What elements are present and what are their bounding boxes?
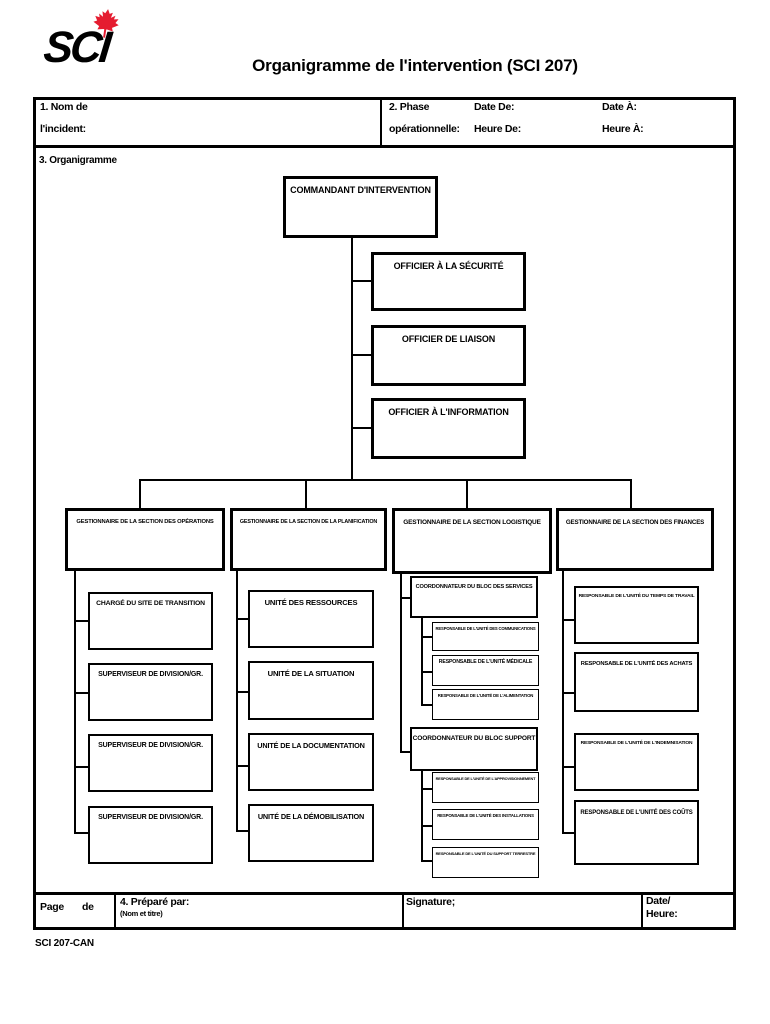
officer-security-box: OFFICIER À LA SÉCURITÉ	[371, 252, 526, 311]
section-finance-box: GESTIONNAIRE DE LA SECTION DES FINANCES	[556, 508, 714, 571]
form-border	[33, 97, 736, 930]
services-spine	[421, 617, 423, 706]
logistics-stub-services	[400, 597, 411, 599]
operations-child-box: CHARGÉ DU SITE DE TRANSITION	[88, 592, 213, 650]
finance-stub-1	[562, 619, 575, 621]
finance-child-box: RESPONSABLE DE L'UNITÉ DU TEMPS DE TRAVA…	[574, 586, 699, 644]
finance-child-box: RESPONSABLE DE L'UNITÉ DES ACHATS	[574, 652, 699, 712]
date-to-label: Date À:	[602, 101, 637, 113]
connector-stub-liaison	[352, 354, 372, 356]
operations-child-box: SUPERVISEUR DE DIVISION/GR.	[88, 734, 213, 792]
connector-trunk	[351, 237, 353, 481]
services-child-box: RESPONSABLE DE L'UNITÉ DE L'ALIMENTATION	[432, 689, 539, 720]
support-spine	[421, 770, 423, 862]
finance-stub-2	[562, 692, 575, 694]
support-child-box: RESPONSABLE DE L'UNITÉ DE L'APPROVISIONN…	[432, 772, 539, 803]
coordinator-support-box: COORDONNATEUR DU BLOC SUPPORT	[410, 727, 538, 771]
footer-top-border	[35, 892, 734, 895]
finance-stub-4	[562, 832, 575, 834]
finance-spine	[562, 569, 564, 833]
support-child-box: RESPONSABLE DE L'UNITÉ DES INSTALLATIONS	[432, 809, 539, 840]
prepared-by-sublabel: (Nom et titre)	[120, 909, 163, 918]
footer-divider-2	[402, 895, 404, 928]
services-stub-3	[421, 704, 433, 706]
services-child-box: RESPONSABLE DE L'UNITÉ DES COMMUNICATION…	[432, 622, 539, 651]
maple-leaf-icon	[93, 9, 119, 38]
planning-stub-4	[236, 830, 249, 832]
date-label: Date/	[646, 895, 671, 907]
operations-spine	[74, 569, 76, 834]
operations-stub-1	[74, 620, 89, 622]
planning-child-box: UNITÉ DE LA DÉMOBILISATION	[248, 804, 374, 862]
footer-divider-1	[114, 895, 116, 928]
operations-stub-4	[74, 832, 89, 834]
services-stub-2	[421, 671, 433, 673]
row1-divider	[380, 99, 382, 145]
support-stub-3	[421, 860, 433, 862]
connector-drop-logistics	[466, 479, 468, 509]
operations-child-box: SUPERVISEUR DE DIVISION/GR.	[88, 806, 213, 864]
operational-phase-label-2: opérationnelle:	[389, 123, 460, 135]
footer-divider-3	[641, 895, 643, 928]
services-stub-1	[421, 636, 433, 638]
officer-liaison-box: OFFICIER DE LIAISON	[371, 325, 526, 386]
form-title: Organigramme de l'intervention (SCI 207)	[252, 56, 578, 75]
page-label: Page	[40, 901, 64, 913]
operations-stub-3	[74, 766, 89, 768]
planning-child-box: UNITÉ DE LA SITUATION	[248, 661, 374, 720]
logistics-spine	[400, 572, 402, 753]
planning-child-box: UNITÉ DES RESSOURCES	[248, 590, 374, 648]
connector-stub-information	[352, 427, 372, 429]
connector-stub-security	[352, 280, 372, 282]
signature-label: Signature;	[406, 896, 455, 908]
officer-information-box: OFFICIER À L'INFORMATION	[371, 398, 526, 459]
org-chart-section-label: 3. Organigramme	[39, 155, 117, 166]
coordinator-services-box: COORDONNATEUR DU BLOC DES SERVICES	[410, 576, 538, 618]
operational-phase-label: 2. Phase	[389, 101, 430, 113]
section-planning-box: GESTIONNAIRE DE LA SECTION DE LA PLANIFI…	[230, 508, 387, 571]
form-code: SCI 207-CAN	[35, 938, 94, 949]
planning-stub-1	[236, 618, 249, 620]
support-stub-1	[421, 788, 433, 790]
planning-stub-3	[236, 765, 249, 767]
row1-bottom-border	[35, 145, 734, 148]
heure-label: Heure:	[646, 908, 678, 920]
operations-stub-2	[74, 692, 89, 694]
planning-stub-2	[236, 691, 249, 693]
finance-child-box: RESPONSABLE DE L'UNITÉ DES COÛTS	[574, 800, 699, 865]
finance-stub-3	[562, 766, 575, 768]
incident-name-label-2: l'incident:	[40, 123, 86, 135]
planning-spine	[236, 569, 238, 832]
prepared-by-label: 4. Préparé par:	[120, 896, 190, 908]
support-child-box: RESPONSABLE DE L'UNITÉ DU SUPPORT TERRES…	[432, 847, 539, 878]
connector-drop-operations	[139, 479, 141, 509]
services-child-box: RESPONSABLE DE L'UNITÉ MÉDICALE	[432, 655, 539, 686]
page-de-label: de	[82, 901, 94, 913]
connector-drop-finance	[630, 479, 632, 509]
logistics-stub-support	[400, 751, 411, 753]
incident-name-label: 1. Nom de	[40, 101, 88, 113]
section-logistics-box: GESTIONNAIRE DE LA SECTION LOGISTIQUE	[392, 508, 552, 574]
time-to-label: Heure À:	[602, 123, 644, 135]
connector-drop-planning	[305, 479, 307, 509]
time-from-label: Heure De:	[474, 123, 521, 135]
support-stub-2	[421, 825, 433, 827]
operations-child-box: SUPERVISEUR DE DIVISION/GR.	[88, 663, 213, 721]
date-from-label: Date De:	[474, 101, 515, 113]
finance-child-box: RESPONSABLE DE L'UNITÉ DE L'INDEMNISATIO…	[574, 733, 699, 791]
section-operations-box: GESTIONNAIRE DE LA SECTION DES OPÉRATION…	[65, 508, 225, 571]
connector-sections-hbar	[139, 479, 632, 481]
planning-child-box: UNITÉ DE LA DOCUMENTATION	[248, 733, 374, 791]
commander-box: COMMANDANT D'INTERVENTION	[283, 176, 438, 238]
